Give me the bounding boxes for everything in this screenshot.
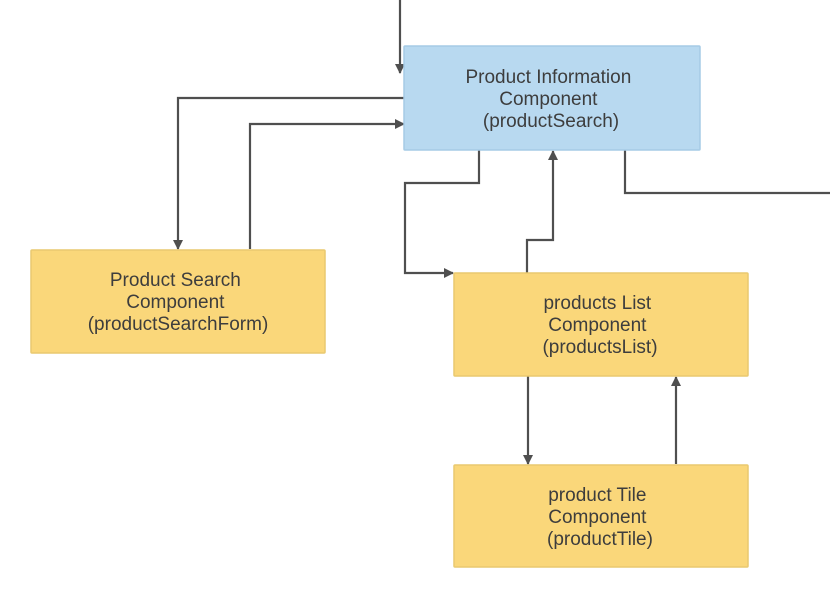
node-product-information-box bbox=[403, 45, 701, 151]
node-product-tile-line-1: product Tile bbox=[548, 485, 646, 506]
node-product-information-line-2: Component bbox=[499, 89, 598, 110]
node-product-information-label: Product Information Component (productSe… bbox=[465, 67, 636, 132]
node-product-search-line-3: (productSearchForm) bbox=[88, 314, 269, 335]
edge-product-information-to-products-list bbox=[403, 150, 481, 278]
node-product-tile-line-2: Component bbox=[548, 507, 647, 528]
node-products-list: products List Component (productsList) bbox=[453, 272, 749, 377]
edges-group bbox=[173, 0, 830, 465]
edge-product-search-to-product-information bbox=[248, 119, 405, 249]
edge-product-information-to-external bbox=[623, 150, 830, 195]
node-product-search-line-1: Product Search bbox=[110, 270, 241, 291]
edge-product-information-to-product-search bbox=[173, 96, 404, 250]
node-product-information-line-1: Product Information bbox=[465, 67, 631, 88]
node-product-search-box bbox=[30, 249, 326, 354]
edge-products-list-to-product-information bbox=[525, 150, 558, 273]
node-products-list-line-1: products List bbox=[543, 293, 651, 314]
node-product-tile-label: product Tile Component (productTile) bbox=[547, 485, 653, 550]
node-products-list-box bbox=[453, 272, 749, 377]
node-product-tile-line-3: (productTile) bbox=[547, 529, 653, 550]
node-product-information: Product Information Component (productSe… bbox=[403, 45, 701, 151]
node-product-tile-box bbox=[453, 464, 749, 568]
node-products-list-label: products List Component (productsList) bbox=[542, 293, 657, 358]
node-product-tile: product Tile Component (productTile) bbox=[453, 464, 749, 568]
node-product-search: Product Search Component (productSearchF… bbox=[30, 249, 326, 354]
node-product-search-label: Product Search Component (productSearchF… bbox=[88, 270, 269, 335]
node-product-search-line-2: Component bbox=[126, 292, 225, 313]
node-products-list-line-2: Component bbox=[548, 315, 647, 336]
node-products-list-line-3: (productsList) bbox=[542, 337, 657, 358]
node-product-information-line-3: (productSearch) bbox=[483, 111, 619, 132]
